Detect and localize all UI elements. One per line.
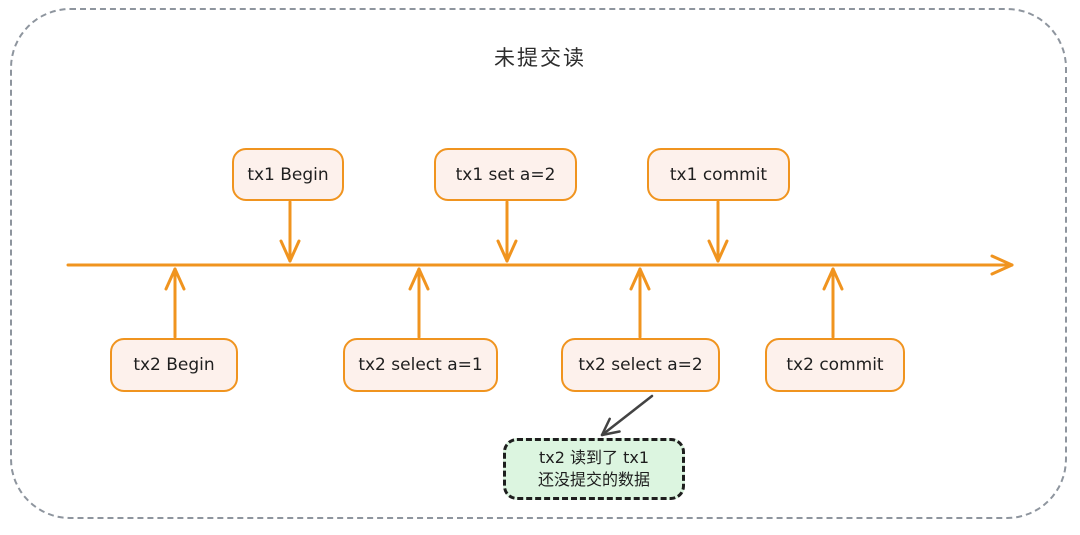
annotation-line2: 还没提交的数据 <box>537 470 650 489</box>
event-tx2-select-a1: tx2 select a=1 <box>343 338 498 392</box>
event-tx1-begin-label: tx1 Begin <box>247 164 329 185</box>
event-tx1-begin: tx1 Begin <box>232 148 344 201</box>
event-tx2-select-a2: tx2 select a=2 <box>561 338 720 392</box>
diagram-title: 未提交读 <box>494 46 586 70</box>
event-tx2-begin-label: tx2 Begin <box>133 355 215 375</box>
event-tx2-select-a1-label: tx2 select a=1 <box>358 355 483 375</box>
outer-dashed-frame <box>10 8 1067 519</box>
arrow-annotation-pointer <box>600 394 654 437</box>
annotation-line1: tx2 读到了 tx1 <box>538 447 650 467</box>
event-tx2-select-a2-label: tx2 select a=2 <box>578 355 703 375</box>
annotation-dirty-read: tx2 读到了 tx1 还没提交的数据 <box>503 438 685 500</box>
event-tx1-commit: tx1 commit <box>647 148 790 201</box>
event-tx1-set-a2: tx1 set a=2 <box>434 148 577 201</box>
event-tx1-commit-label: tx1 commit <box>669 164 768 185</box>
event-tx2-begin: tx2 Begin <box>110 338 238 392</box>
event-tx2-commit-label: tx2 commit <box>786 355 884 375</box>
event-tx2-commit: tx2 commit <box>765 338 905 392</box>
event-tx1-set-a2-label: tx1 set a=2 <box>455 164 556 185</box>
